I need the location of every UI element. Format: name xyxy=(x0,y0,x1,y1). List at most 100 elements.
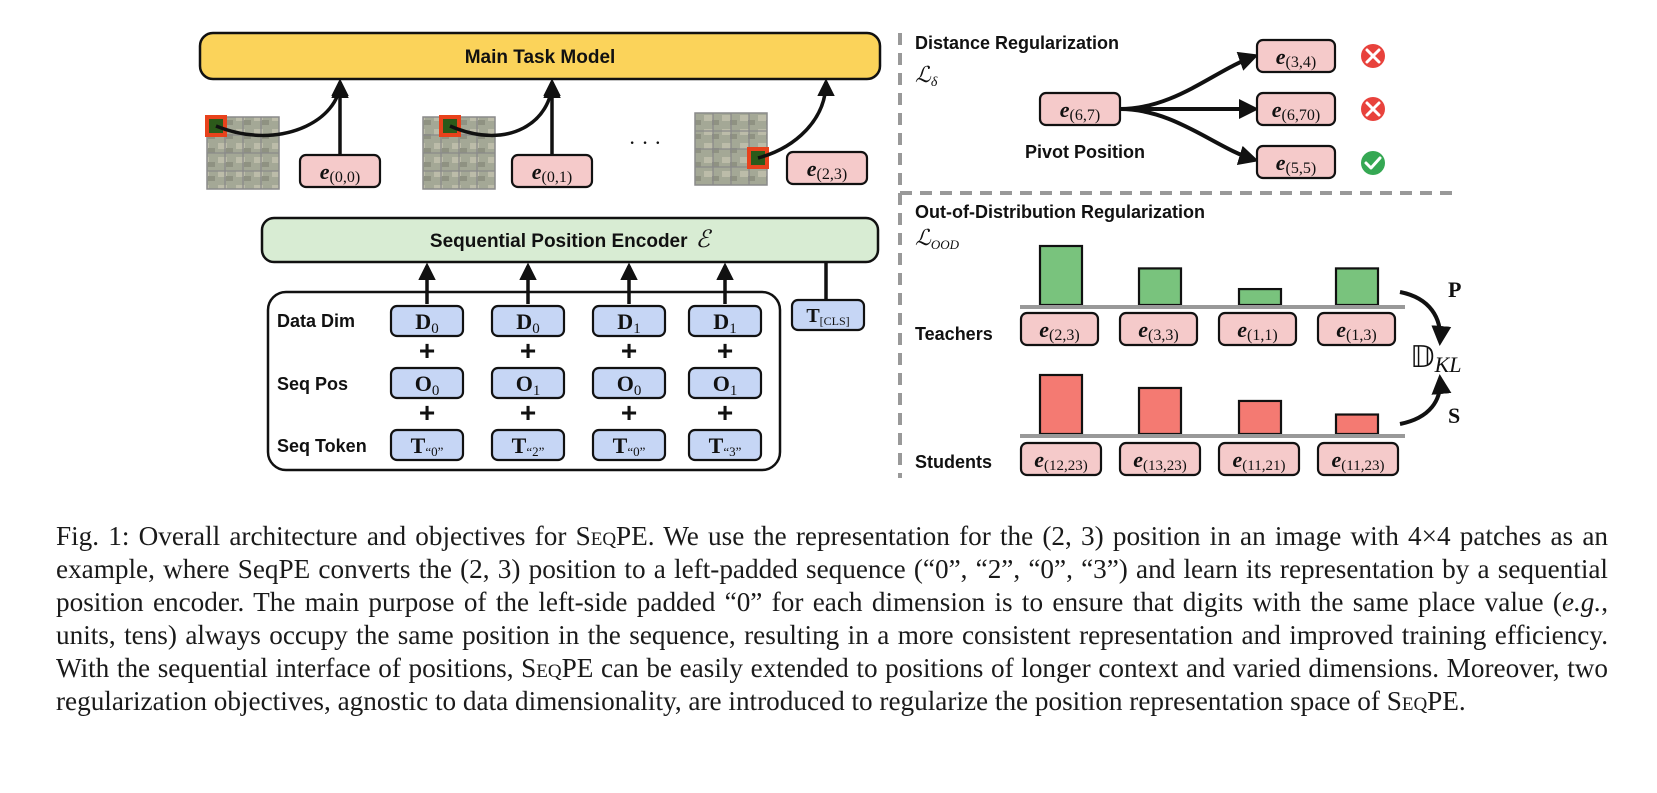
distance-target-3-4: e(3,4) xyxy=(1255,38,1337,74)
check-icon xyxy=(1361,151,1385,175)
plus-sign: + xyxy=(717,335,733,366)
student-bar-1 xyxy=(1038,373,1084,436)
image-patch-grid-3 xyxy=(694,112,769,186)
s-arrow xyxy=(1399,374,1452,426)
svg-text:e(0,1): e(0,1) xyxy=(532,159,572,186)
teacher-distribution xyxy=(1038,244,1380,307)
svg-text:D1: D1 xyxy=(713,309,736,337)
row-label-seq-pos: Seq Pos xyxy=(277,374,348,394)
svg-text:T[CLS]: T[CLS] xyxy=(806,305,849,328)
patch-arrow-3 xyxy=(757,78,835,160)
wrong-icon xyxy=(1361,97,1385,121)
plus-sign: + xyxy=(621,335,637,366)
teacher-embedding-2-3: e(2,3) xyxy=(1019,311,1100,347)
data-dim-token xyxy=(687,304,763,338)
svg-text:D0: D0 xyxy=(415,309,438,337)
svg-text:e(13,23): e(13,23) xyxy=(1133,447,1187,474)
seq-pos-token xyxy=(389,366,465,400)
architecture-figure: Main Task Model · · · e(0,0) e(0,1) e(2,… xyxy=(198,31,1462,478)
teacher-embedding-3-3: e(3,3) xyxy=(1118,311,1199,347)
seq-token xyxy=(687,428,763,462)
svg-text:T“0”: T“0” xyxy=(613,433,646,459)
figure-caption: Fig. 1: Overall architecture and objecti… xyxy=(56,521,1608,716)
teacher-bar-2 xyxy=(1137,267,1183,307)
student-bar-3 xyxy=(1237,399,1283,436)
distance-regularization-title: Distance Regularization xyxy=(915,33,1119,53)
svg-text:T“3”: T“3” xyxy=(709,433,742,459)
student-embedding-11-23: e(11,23) xyxy=(1316,441,1400,477)
sequential-position-encoder-box xyxy=(260,216,880,264)
ellipsis: · · · xyxy=(629,130,662,155)
plus-sign: + xyxy=(419,335,435,366)
seq-token xyxy=(389,428,465,462)
pivot-embedding: e(6,7) xyxy=(1038,91,1122,127)
svg-text:T“0”: T“0” xyxy=(411,433,444,459)
students-label: Students xyxy=(915,452,992,472)
cls-token: T[CLS] xyxy=(790,298,866,332)
main-task-model-box xyxy=(198,31,882,81)
pivot-position-label: Pivot Position xyxy=(1025,142,1145,162)
teacher-bar-3 xyxy=(1237,287,1283,307)
wrong-icon xyxy=(1361,44,1385,68)
svg-text:e(6,7): e(6,7) xyxy=(1060,97,1100,124)
svg-text:e(1,1): e(1,1) xyxy=(1237,317,1277,344)
ood-loss-symbol: ℒOOD xyxy=(915,225,960,252)
svg-text:e(11,21): e(11,21) xyxy=(1233,447,1286,474)
distance-loss-symbol: ℒδ xyxy=(915,62,938,90)
svg-text:e(2,3): e(2,3) xyxy=(1039,317,1079,344)
teacher-bar-4 xyxy=(1334,267,1380,307)
student-embedding-11-21: e(11,21) xyxy=(1217,441,1301,477)
seq-token xyxy=(591,428,667,462)
plus-sign: + xyxy=(520,335,536,366)
seq-pos-token xyxy=(687,366,763,400)
student-bar-2 xyxy=(1137,386,1183,436)
student-embedding-12-23: e(12,23) xyxy=(1019,441,1103,477)
p-arrow xyxy=(1399,290,1452,346)
main-task-model-label: Main Task Model xyxy=(465,47,616,68)
svg-text:O1: O1 xyxy=(713,371,738,399)
svg-text:e(1,3): e(1,3) xyxy=(1336,317,1376,344)
svg-text:e(11,23): e(11,23) xyxy=(1332,447,1385,474)
method-name: SeqPE xyxy=(521,653,594,683)
teacher-embedding-1-3: e(1,3) xyxy=(1316,311,1397,347)
input-column-2: D0 + O1 + T“2” xyxy=(490,304,566,462)
plus-sign: + xyxy=(520,397,536,428)
student-bar-4 xyxy=(1334,413,1380,436)
plus-sign: + xyxy=(621,397,637,428)
svg-text:O1: O1 xyxy=(516,371,541,399)
distance-arrow-3 xyxy=(1119,107,1259,165)
distance-arrow-1 xyxy=(1119,51,1259,111)
svg-text:e(0,0): e(0,0) xyxy=(320,159,360,186)
patch-embedding-0-0: e(0,0) xyxy=(298,153,382,189)
svg-text:e(6,70): e(6,70) xyxy=(1272,97,1320,124)
student-distribution xyxy=(1038,373,1380,436)
ood-regularization-title: Out-of-Distribution Regularization xyxy=(915,202,1205,222)
method-name: SeqPE xyxy=(575,521,648,551)
svg-text:D0: D0 xyxy=(516,309,539,337)
input-column-4: D1 + O1 + T“3” xyxy=(687,304,763,462)
input-column-3: D1 + O0 + T“0” xyxy=(591,304,667,462)
distance-target-5-5: e(5,5) xyxy=(1255,144,1337,180)
plus-sign: + xyxy=(419,397,435,428)
svg-text:O0: O0 xyxy=(617,371,642,399)
svg-text:O0: O0 xyxy=(415,371,440,399)
svg-text:D1: D1 xyxy=(617,309,640,337)
svg-text:e(3,4): e(3,4) xyxy=(1276,44,1316,71)
teachers-label: Teachers xyxy=(915,324,993,344)
data-dim-token xyxy=(591,304,667,338)
data-dim-token xyxy=(490,304,566,338)
svg-text:e(12,23): e(12,23) xyxy=(1034,447,1088,474)
kl-divergence-symbol: 𝔻KL xyxy=(1410,341,1462,377)
row-label-data-dim: Data Dim xyxy=(277,311,355,331)
student-embedding-13-23: e(13,23) xyxy=(1118,441,1202,477)
teacher-embedding-1-1: e(1,1) xyxy=(1217,311,1298,347)
seq-token xyxy=(490,428,566,462)
patch-embedding-2-3: e(2,3) xyxy=(785,150,869,186)
p-label: P xyxy=(1448,277,1461,302)
distance-target-6-70: e(6,70) xyxy=(1255,91,1337,127)
seq-pos-token xyxy=(490,366,566,400)
method-name: SeqPE xyxy=(1386,686,1459,716)
teacher-bar-1 xyxy=(1038,244,1084,307)
plus-sign: + xyxy=(717,397,733,428)
